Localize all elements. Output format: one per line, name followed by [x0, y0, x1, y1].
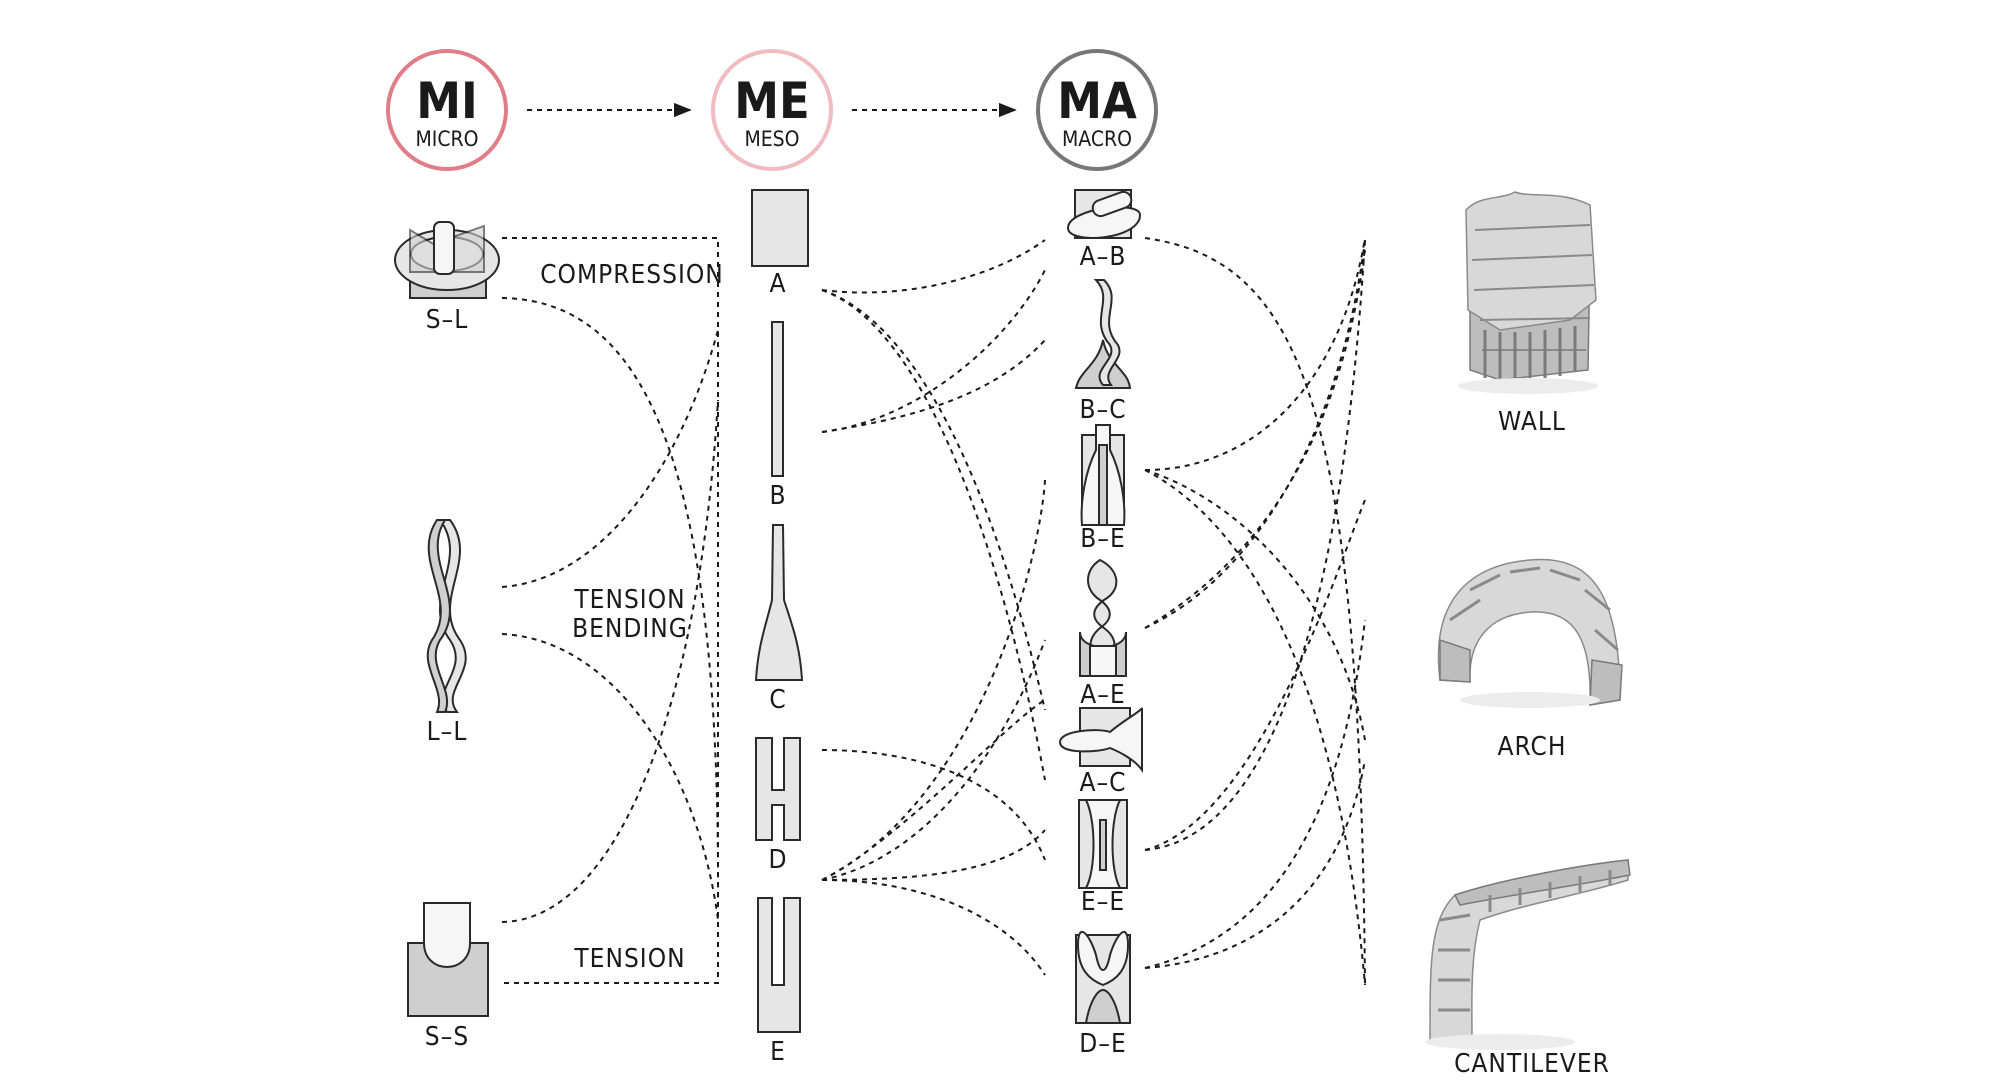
connector-line [821, 699, 1046, 881]
connector-line [821, 479, 1046, 881]
connector-line [821, 239, 1046, 294]
connector-line [1144, 239, 1366, 851]
micro-name: MICRO [415, 127, 478, 151]
structure-label: ARCH [1498, 732, 1567, 762]
connector-line [821, 749, 1046, 861]
micro-ss-shape [407, 902, 489, 1017]
meso-a-shape [751, 189, 809, 267]
connector-line [1144, 469, 1366, 741]
micro-scale-badge: MI MICRO [386, 49, 508, 171]
structure-label: WALL [1498, 407, 1566, 437]
force-tension-label: TENSION [573, 944, 685, 974]
wall-structure-image [1458, 191, 1598, 394]
macro-name: MACRO [1062, 127, 1132, 151]
meso-name: MESO [744, 127, 799, 151]
micro-ll-shape [426, 519, 467, 713]
connector-line [1144, 469, 1366, 986]
arch-structure-image [1437, 558, 1623, 708]
meso-abbr: ME [734, 72, 810, 130]
macro-ee-shape [1078, 799, 1128, 889]
meso-d-shape [755, 737, 801, 841]
connector-line [821, 289, 1046, 781]
micro-sl-shape [394, 221, 500, 299]
macro-item-label: E–E [1081, 887, 1125, 917]
connector-line [821, 879, 1046, 976]
cantilever-structure-image [1425, 859, 1631, 1050]
connector-line [1144, 759, 1366, 969]
connector-line [1144, 249, 1366, 629]
connector-line [501, 329, 719, 588]
macro-item-label: A–C [1079, 768, 1126, 798]
macro-item-label: B–E [1080, 524, 1126, 554]
connector-line [821, 289, 1046, 711]
connector-line [501, 297, 720, 901]
macro-abbr: MA [1057, 72, 1137, 130]
connector-line [1144, 237, 1366, 471]
connection-lines [501, 237, 1366, 986]
force-compression-label: COMPRESSION [540, 260, 724, 290]
connector-line [821, 269, 1046, 433]
structure-label: CANTILEVER [1454, 1049, 1610, 1079]
force-bending-label: BENDING [572, 614, 688, 644]
macro-bc-shape [1074, 279, 1132, 389]
connector-line [821, 639, 1046, 881]
connector-line [1144, 237, 1366, 986]
macro-ab-shape [1066, 189, 1142, 239]
connector-line [501, 633, 719, 921]
connector-line [821, 339, 1046, 433]
micro-item-label: L–L [427, 717, 468, 747]
macro-scale-badge: MA MACRO [1036, 49, 1158, 171]
meso-item-label: C [769, 685, 786, 715]
connector-line [1144, 619, 1366, 969]
macro-ac-shape [1058, 707, 1143, 774]
macro-ae-shape [1079, 558, 1127, 677]
macro-de-shape [1075, 931, 1131, 1024]
macro-item-label: A–B [1080, 242, 1127, 272]
macro-item-label: B–C [1079, 395, 1126, 425]
macro-item-label: A–E [1080, 680, 1125, 710]
meso-item-label: E [770, 1037, 786, 1067]
meso-item-label: A [770, 269, 787, 299]
connector-line [1144, 239, 1366, 629]
micro-abbr: MI [416, 72, 478, 130]
meso-item-label: B [769, 481, 786, 511]
connector-line [1144, 499, 1366, 851]
meso-scale-badge: ME MESO [711, 49, 833, 171]
micro-item-label: S–S [425, 1022, 469, 1052]
meso-b-shape [771, 321, 784, 477]
meso-e-shape [757, 897, 801, 1033]
macro-be-shape [1080, 424, 1126, 526]
connector-line [821, 829, 1046, 881]
macro-item-label: D–E [1079, 1029, 1126, 1059]
micro-item-label: S–L [426, 305, 469, 335]
connector-line [501, 399, 719, 923]
force-tension-label: TENSION [573, 585, 685, 615]
meso-item-label: D [768, 845, 787, 875]
meso-c-shape [754, 524, 804, 681]
